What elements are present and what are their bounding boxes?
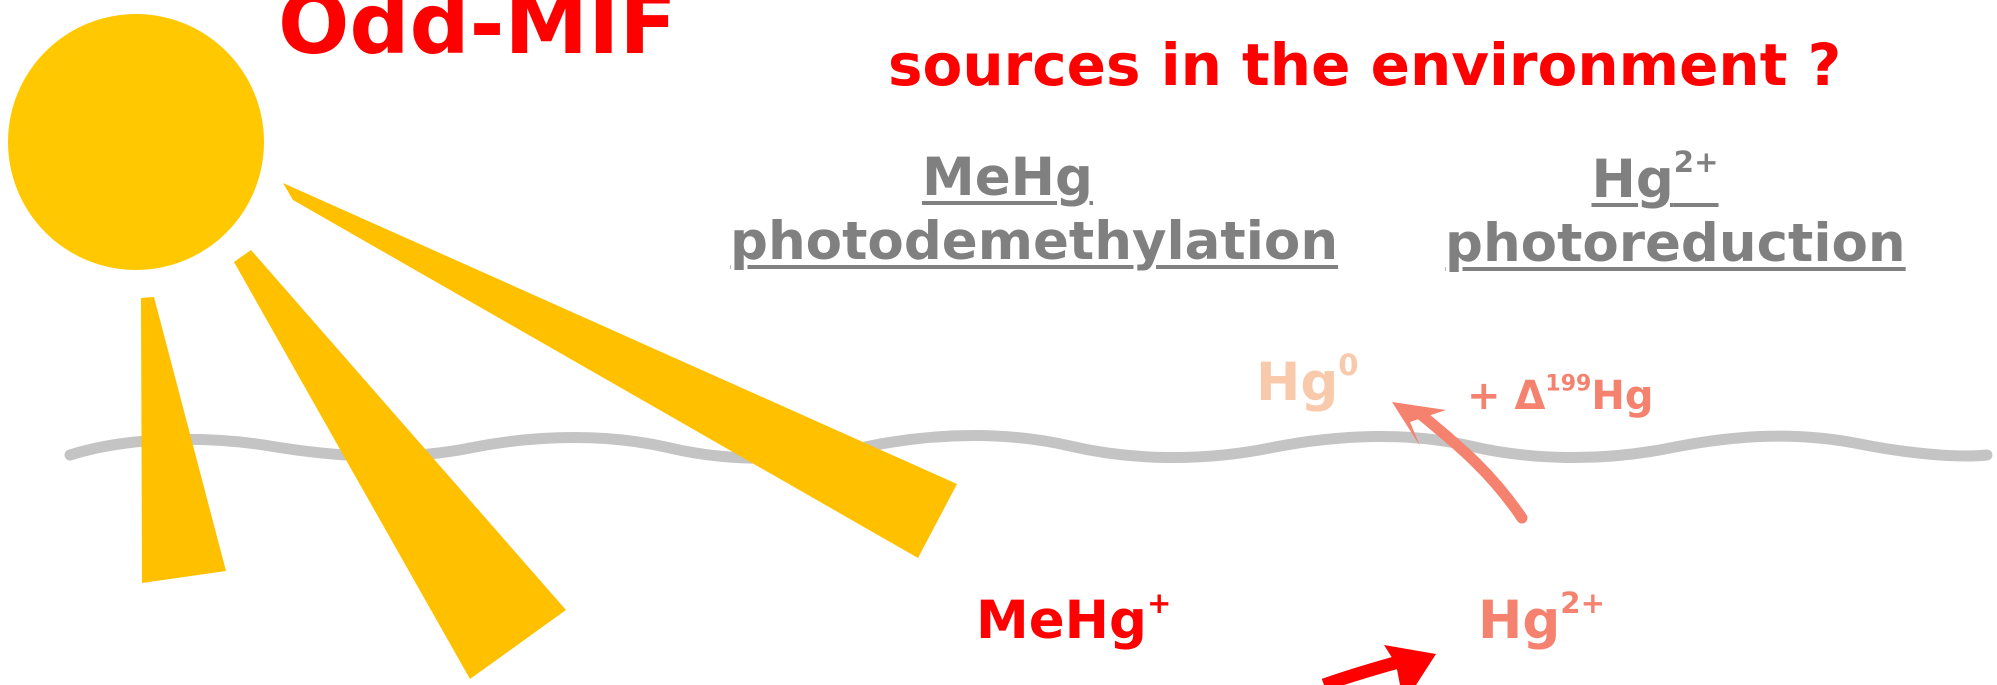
heading-right-line2: photoreduction bbox=[1445, 212, 1906, 274]
red-arrow-head bbox=[1384, 645, 1436, 685]
label-hg0: Hg0 bbox=[1256, 348, 1359, 413]
heading-mehg-photodemethylation: MeHg photodemethylation bbox=[730, 146, 1339, 273]
sun-ray-2 bbox=[141, 297, 226, 583]
label-mehg-plus: MeHg+ bbox=[976, 586, 1172, 651]
label-hg2-plus: Hg2+ bbox=[1478, 586, 1605, 651]
label-delta-199hg: + Δ199Hg bbox=[1467, 371, 1654, 419]
heading-right-line1: Hg2+ bbox=[1591, 145, 1719, 210]
heading-left-line2: photodemethylation bbox=[730, 210, 1339, 272]
heading-hg2-photoreduction: Hg2+ photoreduction bbox=[1445, 145, 1906, 275]
heading-left-line1: MeHg bbox=[922, 147, 1093, 208]
diagram-title: Odd-MIF bbox=[278, 0, 677, 73]
sun bbox=[8, 14, 264, 270]
question-text: sources in the environment ? bbox=[888, 31, 1842, 99]
photoreduction-arrow bbox=[1412, 406, 1528, 524]
sun-ray-4 bbox=[283, 183, 957, 558]
sun-ray-3 bbox=[234, 250, 566, 679]
photoreduction-arrowhead bbox=[1392, 402, 1446, 446]
